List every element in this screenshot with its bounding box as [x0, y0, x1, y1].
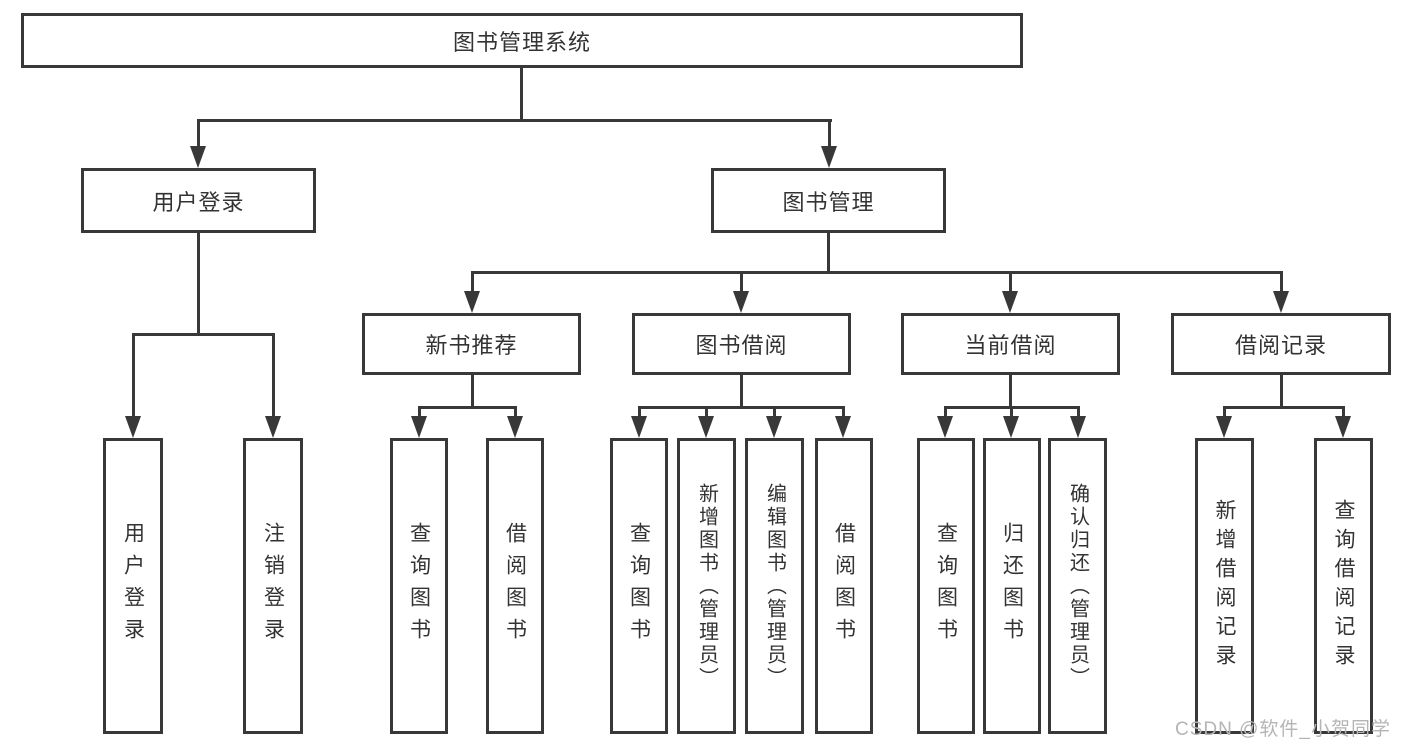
connector-drop-cur-return	[1010, 406, 1013, 419]
arrow-down-icon	[631, 416, 647, 438]
node-new-book-rec-label: 新书推荐	[425, 333, 518, 358]
connector-new-book-rec-stem	[471, 375, 474, 408]
node-cur-query-label: 查询图书	[934, 522, 958, 650]
connector-drop-new-book-rec	[471, 271, 474, 294]
node-user-login-label: 用户登录	[152, 189, 245, 215]
connector-drop-rec-borrow	[514, 406, 517, 419]
node-cur-confirm: 确认归还（管理员）	[1048, 438, 1107, 734]
node-book-mgmt-label: 图书管理	[782, 189, 875, 215]
node-user-login: 用户登录	[81, 168, 316, 233]
arrow-down-icon	[937, 416, 953, 438]
connector-book-mgmt-stem	[827, 233, 830, 273]
watermark: CSDN @软件_小贺同学	[1175, 719, 1391, 740]
arrow-down-icon	[1273, 291, 1289, 313]
node-cur-return-label: 归还图书	[1000, 522, 1024, 650]
connector-drop-bor-add	[705, 406, 708, 419]
connector-root-stem	[520, 68, 523, 121]
node-cur-return: 归还图书	[983, 438, 1041, 734]
connector-book-borrow-hline	[638, 406, 845, 409]
connector-drop-log-add	[1223, 406, 1226, 419]
node-rec-query-label: 查询图书	[407, 522, 431, 650]
node-book-borrow-label: 图书借阅	[695, 333, 788, 358]
arrow-down-icon	[1216, 416, 1232, 438]
node-bor-query-label: 查询图书	[627, 522, 651, 650]
node-bor-borrow: 借阅图书	[815, 438, 873, 734]
connector-book-mgmt-hline	[471, 271, 1283, 274]
connector-book-borrow-stem	[740, 375, 743, 408]
node-log-query-label: 查询借阅记录	[1332, 499, 1355, 673]
arrow-down-icon	[733, 291, 749, 313]
node-leaf-logout-label: 注销登录	[261, 522, 285, 650]
node-current-borrow-label: 当前借阅	[964, 333, 1057, 358]
arrow-down-icon	[821, 146, 837, 168]
node-rec-query: 查询图书	[390, 438, 448, 734]
connector-user-login-stem	[197, 233, 200, 336]
connector-drop-book-mgmt	[828, 119, 831, 149]
connector-user-login-hline	[132, 333, 275, 336]
connector-drop-bor-edit	[773, 406, 776, 419]
connector-drop-borrow-record	[1280, 271, 1283, 294]
connector-drop-cur-query	[944, 406, 947, 419]
node-borrow-record-label: 借阅记录	[1234, 333, 1327, 358]
node-log-add: 新增借阅记录	[1195, 438, 1254, 734]
node-log-query: 查询借阅记录	[1314, 438, 1373, 734]
node-bor-edit-label: 编辑图书（管理员）	[763, 482, 786, 690]
arrow-down-icon	[411, 416, 427, 438]
arrow-down-icon	[1003, 416, 1019, 438]
node-cur-confirm-label: 确认归还（管理员）	[1066, 482, 1089, 690]
arrow-down-icon	[1335, 416, 1351, 438]
connector-new-book-rec-hline	[418, 406, 517, 409]
arrow-down-icon	[1002, 291, 1018, 313]
connector-drop-cur-confirm	[1077, 406, 1080, 419]
arrow-down-icon	[766, 416, 782, 438]
node-bor-add-label: 新增图书（管理员）	[695, 482, 718, 690]
node-leaf-logout: 注销登录	[243, 438, 303, 734]
node-bor-borrow-label: 借阅图书	[832, 522, 856, 650]
node-log-add-label: 新增借阅记录	[1213, 499, 1236, 673]
arrow-down-icon	[835, 416, 851, 438]
arrow-down-icon	[190, 146, 206, 168]
node-book-mgmt: 图书管理	[711, 168, 946, 233]
connector-drop-user-login	[197, 119, 200, 149]
arrow-down-icon	[125, 416, 141, 438]
node-bor-query: 查询图书	[610, 438, 668, 734]
node-cur-query: 查询图书	[917, 438, 975, 734]
arrow-down-icon	[698, 416, 714, 438]
connector-drop-bor-borrow	[842, 406, 845, 419]
node-root: 图书管理系统	[21, 13, 1023, 68]
connector-drop-bor-query	[638, 406, 641, 419]
arrow-down-icon	[507, 416, 523, 438]
connector-drop-log-query	[1342, 406, 1345, 419]
connector-drop-leaf-logout	[272, 333, 275, 417]
node-current-borrow: 当前借阅	[901, 313, 1120, 375]
node-leaf-user-login-label: 用户登录	[121, 522, 145, 650]
node-leaf-user-login: 用户登录	[103, 438, 163, 734]
arrow-down-icon	[265, 416, 281, 438]
connector-current-borrow-stem	[1009, 375, 1012, 408]
node-book-borrow: 图书借阅	[632, 313, 851, 375]
connector-drop-book-borrow	[740, 271, 743, 294]
node-bor-edit: 编辑图书（管理员）	[745, 438, 804, 734]
connector-root-hline	[197, 119, 832, 122]
node-root-label: 图书管理系统	[452, 29, 591, 55]
node-bor-add: 新增图书（管理员）	[677, 438, 736, 734]
node-rec-borrow: 借阅图书	[486, 438, 544, 734]
arrow-down-icon	[1070, 416, 1086, 438]
node-borrow-record: 借阅记录	[1171, 313, 1391, 375]
connector-borrow-record-stem	[1280, 375, 1283, 408]
connector-borrow-record-hline	[1223, 406, 1345, 409]
node-rec-borrow-label: 借阅图书	[503, 522, 527, 650]
connector-drop-rec-query	[418, 406, 421, 419]
connector-drop-leaf-user-login	[132, 333, 135, 417]
connector-drop-current-borrow	[1009, 271, 1012, 294]
node-new-book-rec: 新书推荐	[362, 313, 581, 375]
arrow-down-icon	[464, 291, 480, 313]
